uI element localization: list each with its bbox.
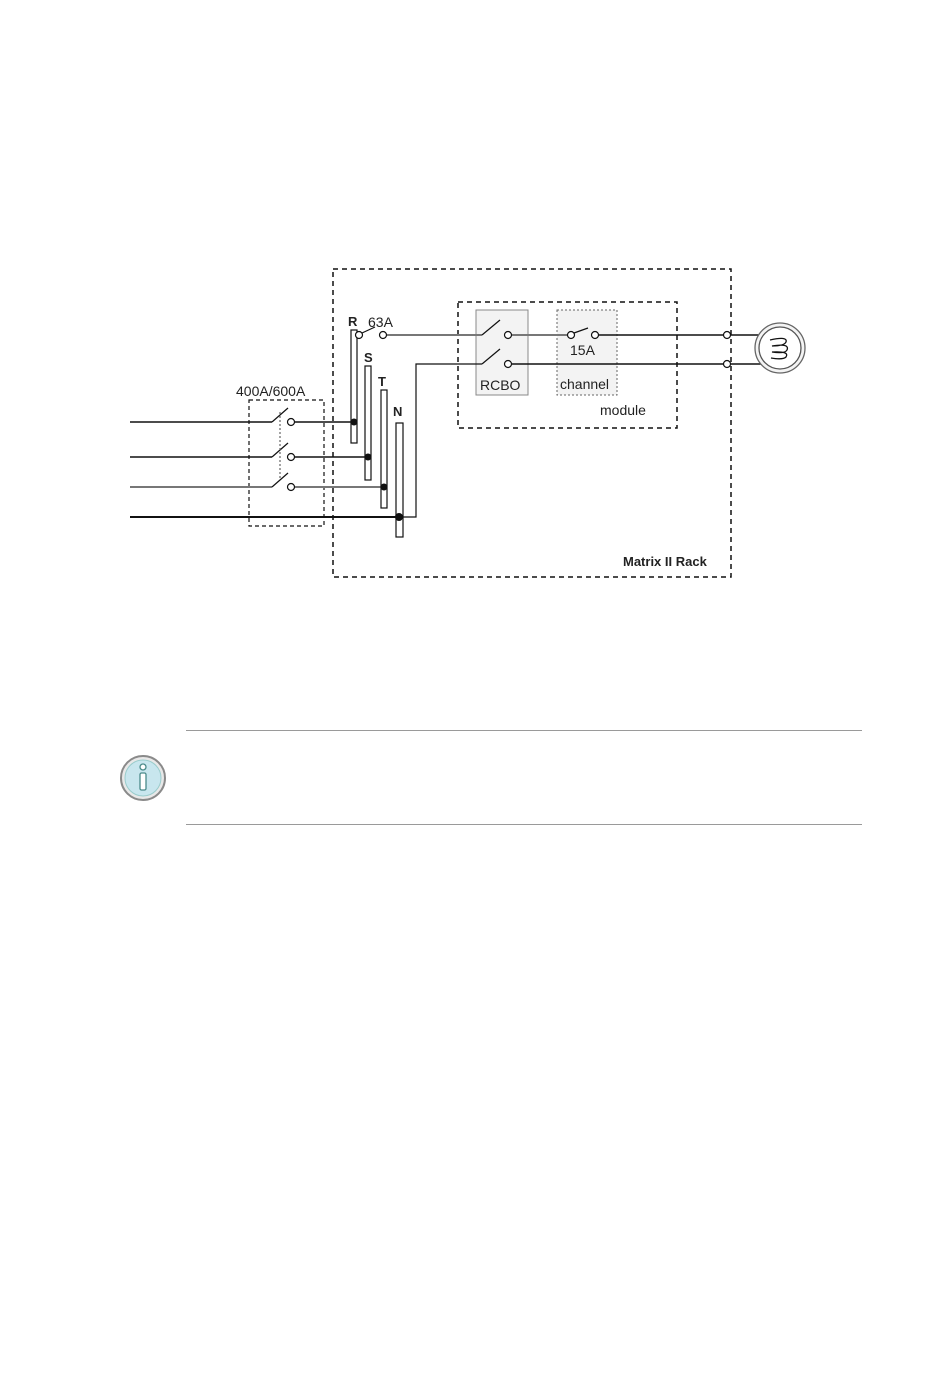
label-channel-breaker: 15A [570, 342, 596, 358]
info-icon [119, 754, 167, 802]
label-rack: Matrix II Rack [623, 554, 708, 569]
output-terminals [724, 332, 731, 368]
label-phase-r: R [348, 314, 358, 329]
main-breaker-enclosure [249, 400, 324, 526]
lamp-icon [755, 323, 805, 373]
label-phase-t: T [378, 374, 386, 389]
label-phase-s: S [364, 350, 373, 365]
bus-bars [351, 330, 403, 537]
note-bottom-rule [186, 824, 862, 825]
label-rcbo: RCBO [480, 377, 521, 393]
label-neutral: N [393, 404, 402, 419]
label-channel: channel [560, 376, 609, 392]
label-module: module [600, 402, 646, 418]
note-top-rule [186, 730, 862, 731]
main-breaker-switches [272, 408, 295, 491]
neutral-feed [399, 364, 482, 517]
bus-bar-s [365, 366, 371, 480]
junction-dots [351, 419, 404, 522]
supply-lines [130, 422, 400, 517]
output-lines [512, 335, 785, 364]
label-rack-breaker: 63A [368, 314, 394, 330]
label-main-breaker: 400A/600A [236, 383, 306, 399]
bus-bar-r [351, 330, 357, 443]
